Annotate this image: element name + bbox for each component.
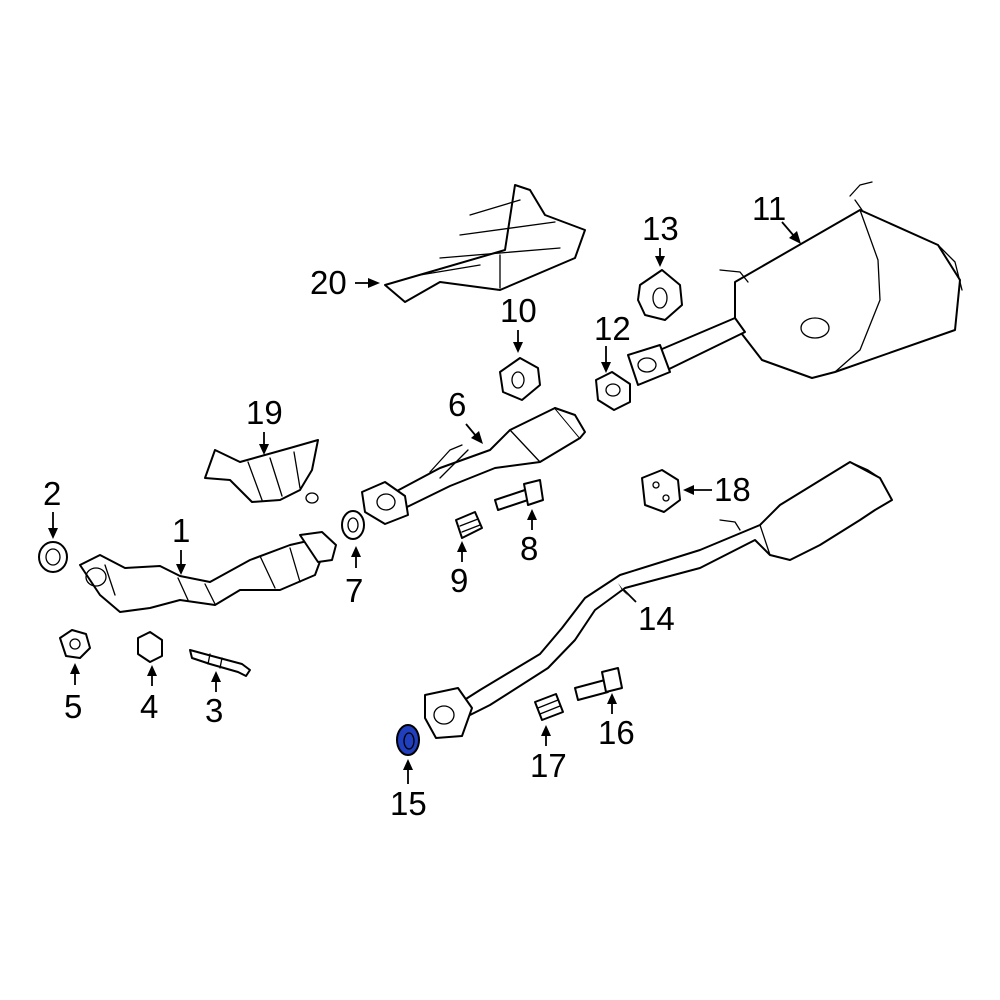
callout-20-label: 20 [310, 264, 347, 301]
callout-1[interactable]: 1 [172, 512, 190, 575]
callout-1-label: 1 [172, 512, 190, 549]
part-17-spring[interactable] [534, 693, 564, 721]
callout-17[interactable]: 17 [530, 725, 567, 784]
part-11-rear-muffler[interactable] [719, 181, 963, 379]
part-15-highlight [396, 724, 420, 756]
part-19-heat-shield[interactable] [204, 439, 319, 504]
callout-13-label: 13 [642, 210, 679, 247]
callout-3[interactable]: 3 [205, 671, 223, 729]
part-3-stud[interactable] [189, 649, 251, 677]
callout-2[interactable]: 2 [43, 475, 61, 539]
callout-10-label: 10 [500, 292, 537, 329]
callout-2-label: 2 [43, 475, 61, 512]
part-14-intermediate-pipe[interactable] [424, 461, 893, 739]
part-16-bolt[interactable] [574, 667, 623, 701]
callout-17-label: 17 [530, 747, 567, 784]
callout-18[interactable]: 18 [683, 471, 751, 508]
part-8-bolt[interactable] [494, 479, 544, 511]
callout-14[interactable]: 14 [618, 583, 675, 637]
callout-16[interactable]: 16 [598, 693, 635, 751]
part-4-nut[interactable] [137, 631, 163, 663]
callout-13[interactable]: 13 [642, 210, 679, 267]
part-5-nut[interactable] [59, 629, 91, 659]
callout-7-label: 7 [345, 572, 363, 609]
callout-15-label: 15 [390, 785, 427, 822]
part-12-gasket[interactable] [595, 371, 631, 411]
callout-20[interactable]: 20 [310, 264, 380, 301]
part-7-gasket[interactable] [341, 510, 365, 540]
part-1-front-pipe[interactable] [79, 531, 337, 613]
callout-15[interactable]: 15 [390, 759, 427, 822]
callout-14-label: 14 [638, 600, 675, 637]
callout-16-label: 16 [598, 714, 635, 751]
callout-9-label: 9 [450, 562, 468, 599]
callout-3-label: 3 [205, 692, 223, 729]
part-6-center-pipe[interactable] [361, 407, 586, 525]
part-11-inlet-pipe [627, 317, 746, 386]
callout-7[interactable]: 7 [345, 546, 363, 609]
callout-19[interactable]: 19 [246, 394, 283, 455]
part-13-hanger[interactable] [637, 269, 683, 321]
part-15-gasket[interactable] [396, 724, 420, 756]
callout-18-label: 18 [714, 471, 751, 508]
callout-9[interactable]: 9 [450, 541, 468, 599]
callout-11-label: 11 [752, 190, 786, 227]
callout-5-label: 5 [64, 688, 82, 725]
part-10-hanger[interactable] [499, 357, 541, 401]
callout-6-label: 6 [448, 386, 466, 423]
callout-12-label: 12 [594, 310, 631, 347]
part-9-spring[interactable] [455, 511, 483, 539]
part-2-gasket[interactable] [38, 541, 68, 573]
callout-12[interactable]: 12 [594, 310, 631, 373]
callout-4[interactable]: 4 [140, 665, 158, 725]
callout-10[interactable]: 10 [500, 292, 537, 353]
callout-11[interactable]: 11 [752, 190, 801, 244]
callout-6[interactable]: 6 [448, 386, 483, 444]
callout-8-label: 8 [520, 530, 538, 567]
callout-19-label: 19 [246, 394, 283, 431]
part-18-hanger[interactable] [641, 469, 681, 513]
callout-4-label: 4 [140, 688, 158, 725]
callout-5[interactable]: 5 [64, 663, 82, 725]
part-20-heat-shield[interactable] [384, 184, 586, 303]
callout-8[interactable]: 8 [520, 509, 538, 567]
